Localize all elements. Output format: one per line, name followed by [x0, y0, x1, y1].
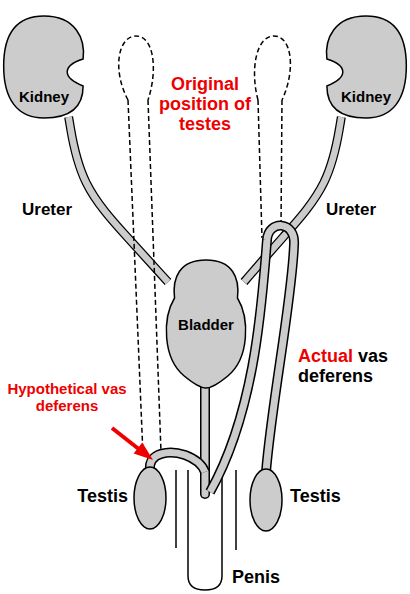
- ureter-label: Ureter: [324, 200, 378, 220]
- testis-label: Testis: [40, 486, 128, 506]
- vas-label-group: Actualvas deferens: [298, 346, 404, 386]
- organ-name: Kidney: [0, 88, 88, 105]
- ureter-label: Ureter: [20, 200, 74, 220]
- bladder-node: Bladder: [160, 258, 252, 390]
- ureter-tube: [69, 117, 168, 282]
- organ-name: Bladder: [160, 316, 252, 333]
- kidney-node: Kidney: [322, 14, 410, 120]
- testis-shape: [134, 467, 166, 529]
- urethra: [205, 380, 206, 494]
- kidney-node: Kidney: [0, 14, 88, 120]
- organ-name: Kidney: [322, 88, 410, 105]
- ureter-outline: [69, 117, 168, 282]
- testis-label: Testis: [290, 486, 370, 506]
- position-note: Original position of testes: [152, 74, 258, 134]
- penis-label: Penis: [232, 567, 302, 587]
- hypothetical-label: Hypothetical vas deferens: [4, 381, 130, 415]
- testis-shape: [250, 469, 282, 531]
- hypothetical-vas-deferens: [150, 453, 205, 472]
- ureter-fill: [69, 117, 168, 282]
- pointer-arrow: [112, 428, 153, 460]
- actual-word: Actual: [298, 346, 353, 366]
